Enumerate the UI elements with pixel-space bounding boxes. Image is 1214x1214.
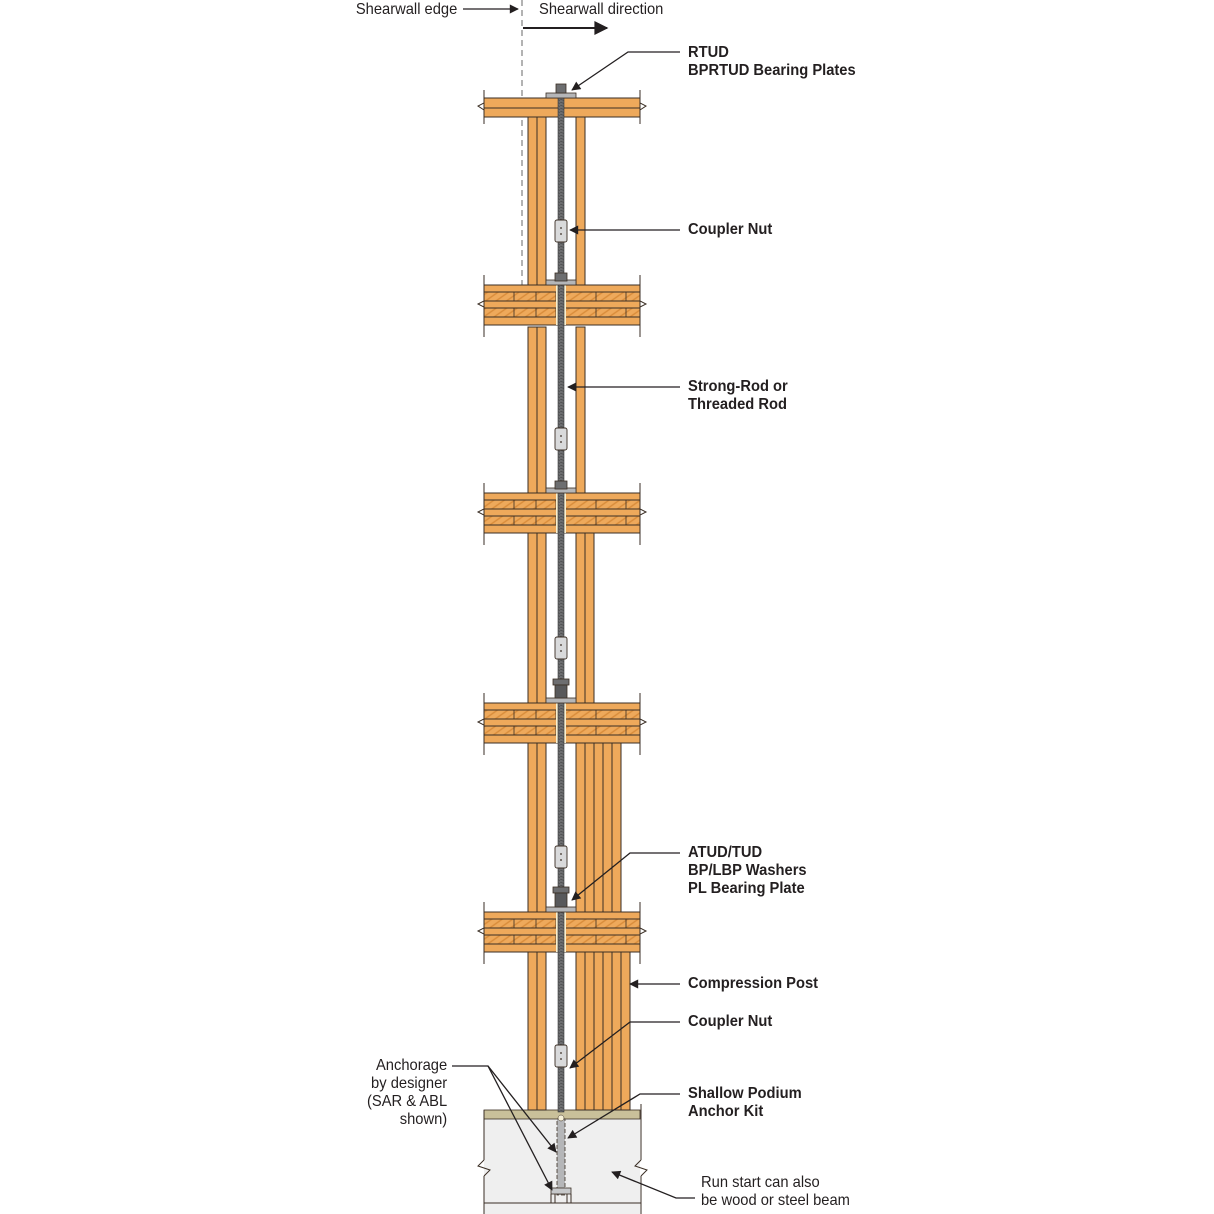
bearing-plate [545,906,577,913]
bearing-plate [545,92,577,99]
callout-atud: ATUD/TUD BP/LBP Washers PL Bearing Plate [688,844,807,897]
callout-rtud: RTUD BPRTUD Bearing Plates [688,44,856,79]
callout-compression-post: Compression Post [688,975,819,992]
coupler-nut [554,219,568,243]
callout-shallow-podium: Shallow Podium Anchor Kit [688,1085,802,1120]
coupler-nut [554,845,568,869]
callout-strong-rod: Strong-Rod or Threaded Rod [688,378,788,413]
leader-lines [452,51,695,1199]
coupler-nut [554,636,568,660]
concrete-podium [477,1104,648,1214]
threaded-rod [557,91,565,1113]
note-anchorage: Anchorage by designer (SAR & ABL shown) [366,1057,447,1128]
coupler-nut [554,1044,568,1068]
coupler-nut [554,427,568,451]
note-run-start: Run start can also be wood or steel beam [701,1174,850,1209]
bearing-plate [545,697,577,704]
hardware [545,83,577,1068]
atud-washer [552,886,570,894]
studs [527,116,631,1111]
nut [554,272,568,282]
atud-device [554,892,568,908]
callout-coupler-nut-bottom: Coupler Nut [688,1013,773,1030]
atud-device [554,684,568,699]
shearwall-direction-label: Shearwall direction [539,1,664,18]
nut [554,480,568,490]
rtud-nut [555,83,567,94]
atud-washer [552,678,570,686]
callout-coupler-nut-top: Coupler Nut [688,221,773,238]
shearwall-edge-label: Shearwall edge [355,1,457,18]
